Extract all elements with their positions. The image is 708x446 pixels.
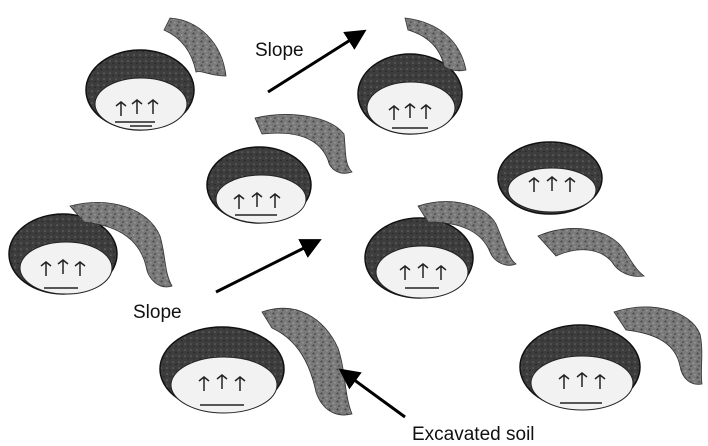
pit-3 bbox=[207, 147, 311, 223]
pit-6 bbox=[365, 218, 473, 298]
pit-1 bbox=[86, 50, 194, 130]
pit-5 bbox=[9, 214, 117, 294]
excavated-soil-label: Excavated soil bbox=[412, 424, 535, 445]
soil-mound-6b bbox=[538, 228, 644, 276]
slope-arrow-left bbox=[216, 241, 318, 292]
slope-label-top: Slope bbox=[255, 40, 304, 61]
slope-label-left: Slope bbox=[133, 302, 182, 323]
excavated-soil-arrow bbox=[342, 371, 405, 417]
pit-7 bbox=[160, 327, 284, 413]
pit-4 bbox=[498, 142, 602, 214]
pit-8 bbox=[520, 325, 640, 410]
